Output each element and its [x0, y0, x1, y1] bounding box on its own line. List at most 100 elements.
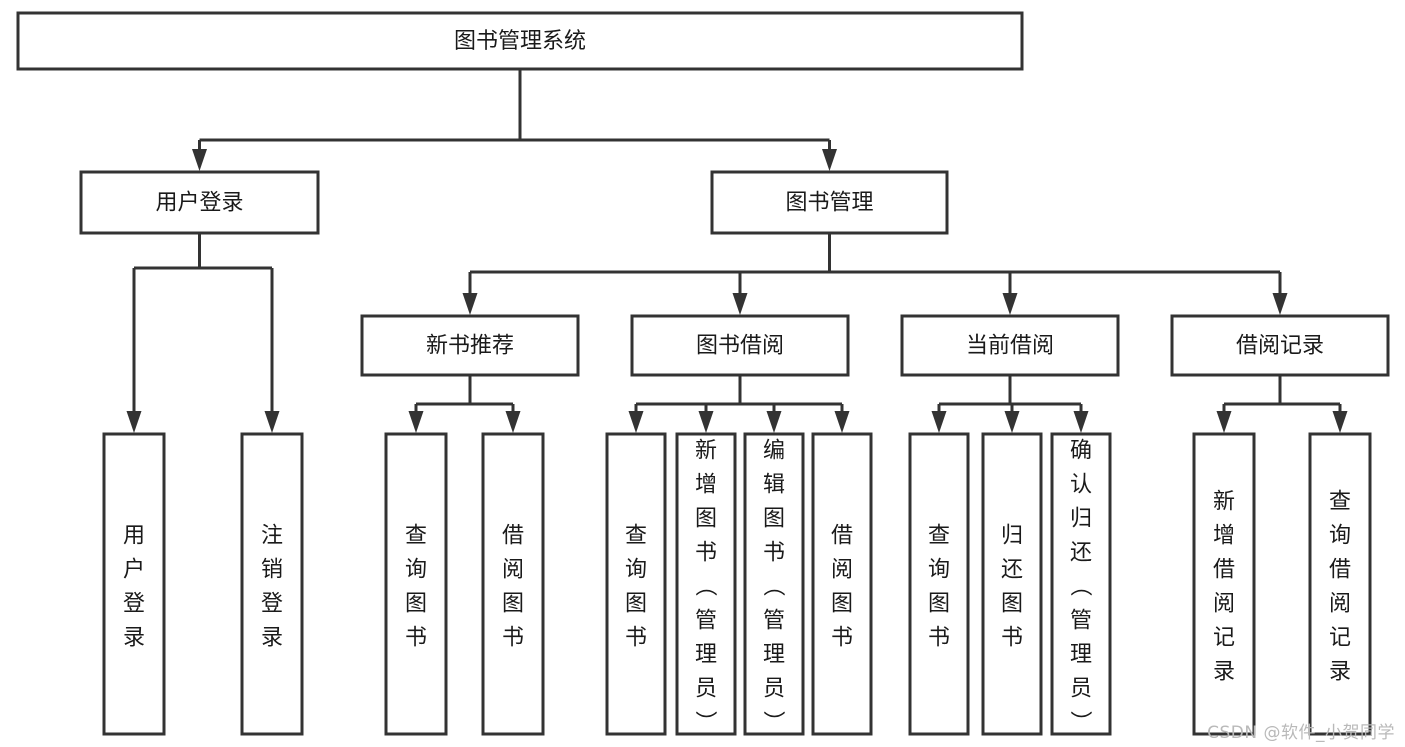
node-label-l_confirm_return_admin-char-7: 员: [1070, 677, 1092, 702]
node-box-l_confirm_return_admin[interactable]: [1050, 432, 1112, 736]
node-label-l_borrow_book_1-char-2: 图: [502, 592, 524, 617]
node-label-n_book_borrow: 图书借阅: [696, 334, 784, 359]
node-box-n_new_book_rec[interactable]: [360, 314, 580, 377]
node-box-n_borrow_record[interactable]: [1170, 314, 1390, 377]
node-box-l_add_book_admin[interactable]: [675, 432, 737, 736]
node-label-l_confirm_return_admin-char-1: 认: [1070, 473, 1092, 498]
node-label-l_query_book_2-char-2: 图: [625, 592, 647, 617]
node-box-n_book_borrow[interactable]: [630, 314, 850, 377]
node-label-l_query_book_3-char-1: 询: [928, 558, 950, 583]
node-box-l_query_book_1[interactable]: [384, 432, 448, 736]
node-label-l_add_book_admin-char-6: 理: [695, 643, 717, 668]
node-label-l_edit_book_admin-char-5: 管: [763, 609, 785, 634]
node-root[interactable]: 图书管理系统: [16, 11, 1024, 71]
node-label-l_add_borrow_record-char-3: 阅: [1213, 592, 1235, 617]
node-box-n_book_mgmt[interactable]: [710, 170, 949, 235]
node-box-l_query_borrow_record[interactable]: [1308, 432, 1372, 736]
node-label-l_return_book-char-0: 归: [1001, 524, 1023, 549]
node-label-l_edit_book_admin-char-8: ）: [760, 711, 785, 733]
node-label-l_confirm_return_admin-char-3: 还: [1070, 541, 1092, 566]
node-box-l_add_borrow_record[interactable]: [1192, 432, 1256, 736]
node-label-l_query_book_1-char-3: 书: [405, 626, 427, 651]
node-label-l_add_book_admin-char-0: 新: [695, 439, 717, 464]
node-label-n_current_borrow: 当前借阅: [966, 334, 1054, 359]
node-label-l_edit_book_admin-char-1: 辑: [763, 473, 785, 498]
node-label-l_borrow_book_1-char-1: 阅: [502, 558, 524, 583]
node-label-l_borrow_book_2-char-0: 借: [831, 524, 853, 549]
node-box-n_current_borrow[interactable]: [900, 314, 1120, 377]
node-box-n_user_login[interactable]: [79, 170, 320, 235]
edge-group-n_book_borrow: [628, 375, 850, 433]
node-label-l_return_book-char-1: 还: [1001, 558, 1023, 583]
node-label-l_user_logout-char-0: 注: [261, 524, 283, 549]
node-box-root[interactable]: [16, 11, 1024, 71]
node-label-l_confirm_return_admin-char-8: ）: [1067, 711, 1092, 733]
node-label-l_query_book_3-char-2: 图: [928, 592, 950, 617]
node-label-n_user_login: 用户登录: [155, 191, 243, 216]
node-label-l_confirm_return_admin-char-0: 确: [1070, 439, 1092, 464]
node-label-l_query_borrow_record-char-0: 查: [1329, 490, 1351, 515]
node-box-l_borrow_book_2[interactable]: [811, 432, 873, 736]
node-label-l_query_book_3-char-0: 查: [928, 524, 950, 549]
node-label-l_edit_book_admin-char-4: （: [760, 575, 785, 597]
node-label-l_query_book_2-char-1: 询: [625, 558, 647, 583]
node-label-l_add_book_admin-char-2: 图: [695, 507, 717, 532]
edge-group-n_new_book_rec: [408, 375, 521, 433]
node-n_user_login[interactable]: 用户登录: [79, 170, 320, 235]
node-label-n_borrow_record: 借阅记录: [1236, 334, 1324, 359]
node-label-l_borrow_book_2-char-2: 图: [831, 592, 853, 617]
edge-group-n_borrow_record: [1216, 375, 1348, 433]
edge-group-n_book_mgmt: [462, 233, 1288, 315]
edge-group-n_current_borrow: [931, 375, 1089, 433]
edge-group-root: [192, 69, 837, 171]
node-label-l_add_borrow_record-char-5: 录: [1213, 660, 1235, 685]
node-l_user_login[interactable]: 用户登录: [102, 432, 166, 736]
node-label-l_add_book_admin-char-8: ）: [692, 711, 717, 733]
node-label-l_confirm_return_admin-char-5: 管: [1070, 609, 1092, 634]
node-label-l_query_borrow_record-char-1: 询: [1329, 524, 1351, 549]
node-label-l_confirm_return_admin-char-2: 归: [1070, 507, 1092, 532]
node-box-l_borrow_book_1[interactable]: [481, 432, 545, 736]
node-label-l_add_book_admin-char-7: 员: [695, 677, 717, 702]
node-n_current_borrow[interactable]: 当前借阅: [900, 314, 1120, 377]
edge-group-n_user_login: [126, 233, 280, 433]
node-box-l_user_login[interactable]: [102, 432, 166, 736]
node-n_book_borrow[interactable]: 图书借阅: [630, 314, 850, 377]
node-label-l_borrow_book_2-char-1: 阅: [831, 558, 853, 583]
node-label-l_add_book_admin-char-1: 增: [695, 473, 717, 498]
node-n_book_mgmt[interactable]: 图书管理: [710, 170, 949, 235]
node-box-l_query_book_2[interactable]: [605, 432, 667, 736]
edges-layer: [126, 69, 1348, 433]
node-label-l_user_login-char-2: 登: [123, 592, 145, 617]
node-label-l_user_logout-char-1: 销: [261, 558, 283, 583]
node-box-l_query_book_3[interactable]: [908, 432, 970, 736]
node-box-l_edit_book_admin[interactable]: [743, 432, 805, 736]
node-label-l_add_book_admin-char-4: （: [692, 575, 717, 597]
node-label-l_user_login-char-0: 用: [123, 524, 145, 549]
node-box-l_user_logout[interactable]: [240, 432, 304, 736]
node-n_new_book_rec[interactable]: 新书推荐: [360, 314, 580, 377]
node-label-l_add_borrow_record-char-4: 记: [1213, 626, 1235, 651]
node-label-l_add_book_admin-char-3: 书: [695, 541, 717, 566]
node-label-l_confirm_return_admin-char-4: （: [1067, 575, 1092, 597]
node-n_borrow_record[interactable]: 借阅记录: [1170, 314, 1390, 377]
node-label-l_edit_book_admin-char-6: 理: [763, 643, 785, 668]
node-label-l_add_book_admin-char-5: 管: [695, 609, 717, 634]
node-box-l_return_book[interactable]: [981, 432, 1043, 736]
node-label-l_borrow_book_1-char-0: 借: [502, 524, 524, 549]
node-label-l_edit_book_admin-char-7: 员: [763, 677, 785, 702]
